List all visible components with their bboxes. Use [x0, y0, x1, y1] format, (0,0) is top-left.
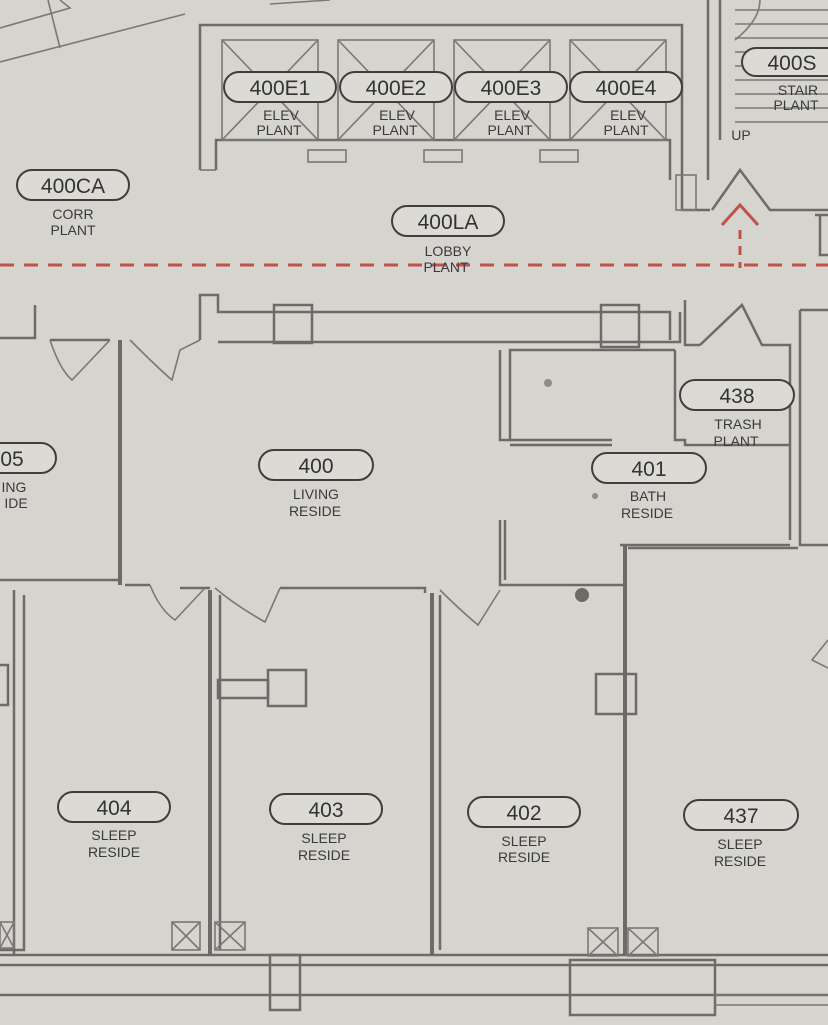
- room-label-line2: PLANT: [773, 97, 819, 113]
- room-label-line1: CORR: [52, 206, 93, 222]
- room-number: 404: [96, 797, 131, 820]
- stair: [706, 0, 828, 268]
- room-label-line2: PLANT: [372, 122, 418, 138]
- room-label-line2: RESIDE: [621, 505, 673, 521]
- room-tag-400: 400 LIVING RESIDE: [258, 449, 374, 519]
- room-number: 400E4: [596, 77, 657, 100]
- room-label-line1: SLEEP: [91, 827, 136, 843]
- room-tag-400e3: 400E3 ELEV PLANT: [454, 71, 568, 138]
- room-number: 400S: [767, 52, 816, 75]
- room-label-line2: PLANT: [487, 122, 533, 138]
- room-label-line1: BATH: [630, 488, 666, 504]
- room-number: 400CA: [41, 175, 105, 198]
- room-label-line1: SLEEP: [501, 833, 546, 849]
- vent-boxes: [0, 921, 659, 957]
- interior-walls: [0, 340, 828, 955]
- top-left-linework: [0, 0, 331, 63]
- room-label-line1: LOBBY: [425, 243, 472, 259]
- room-tag-401: 401 BATH RESIDE: [591, 452, 707, 521]
- room-tag-402: 402 SLEEP RESIDE: [467, 796, 581, 865]
- exterior-bottom-wall: [0, 921, 828, 1017]
- room-tag-400e1: 400E1 ELEV PLANT: [223, 71, 337, 138]
- room-label-line2: PLANT: [713, 433, 759, 449]
- room-label-line2: RESIDE: [289, 503, 341, 519]
- room-label-line2: PLANT: [423, 259, 469, 275]
- room-number: 437: [723, 805, 758, 828]
- stain-mark: [544, 379, 552, 387]
- room-label-line1: SLEEP: [301, 830, 346, 846]
- room-label-line2: RESIDE: [88, 844, 140, 860]
- room-tag-400s: 400S STAIR PLANT: [741, 47, 828, 113]
- room-label-line1: ELEV: [494, 107, 530, 123]
- room-label-line1: TRASH: [714, 416, 761, 432]
- room-number: 403: [308, 799, 343, 822]
- room-label-line1: ING: [2, 479, 27, 495]
- room-tag-438: 438 TRASH PLANT: [679, 379, 795, 449]
- room-label-line2: PLANT: [256, 122, 302, 138]
- room-label-line1: ELEV: [379, 107, 415, 123]
- room-tag-405: 05 ING IDE: [0, 442, 57, 511]
- room-number: 400E1: [250, 77, 311, 100]
- room-label-line2: IDE: [4, 495, 27, 511]
- room-tag-400e4: 400E4 ELEV PLANT: [569, 71, 683, 138]
- room-number: 401: [631, 458, 666, 481]
- stain-mark: [592, 493, 598, 499]
- room-number: 402: [506, 802, 541, 825]
- room-label-line2: PLANT: [603, 122, 649, 138]
- room-label-line2: RESIDE: [714, 853, 766, 869]
- room-tag-400e2: 400E2 ELEV PLANT: [339, 71, 453, 138]
- room-number: 400E3: [481, 77, 542, 100]
- stair-direction-label: UP: [731, 127, 750, 143]
- room-label-line2: RESIDE: [498, 849, 550, 865]
- room-number: 400: [298, 455, 333, 478]
- room-label-line2: RESIDE: [298, 847, 350, 863]
- room-label-line1: LIVING: [293, 486, 339, 502]
- room-number: 400LA: [418, 211, 479, 234]
- room-tag-400ca: 400CA CORR PLANT: [16, 169, 130, 238]
- room-label-line1: ELEV: [263, 107, 299, 123]
- room-tag-437: 437 SLEEP RESIDE: [683, 799, 799, 869]
- unit-north-wall: [0, 293, 828, 547]
- room-label-line1: SLEEP: [717, 836, 762, 852]
- room-tag-403: 403 SLEEP RESIDE: [269, 793, 383, 863]
- room-tag-404: 404 SLEEP RESIDE: [57, 791, 171, 860]
- room-label-line2: PLANT: [50, 222, 96, 238]
- stain-mark: [575, 588, 589, 602]
- room-number: 400E2: [366, 77, 427, 100]
- room-label-line1: ELEV: [610, 107, 646, 123]
- room-number: 438: [719, 385, 754, 408]
- room-number: 05: [0, 448, 23, 471]
- room-tag-400la: 400LA LOBBY PLANT: [391, 205, 505, 275]
- room-label-line1: STAIR: [778, 82, 818, 98]
